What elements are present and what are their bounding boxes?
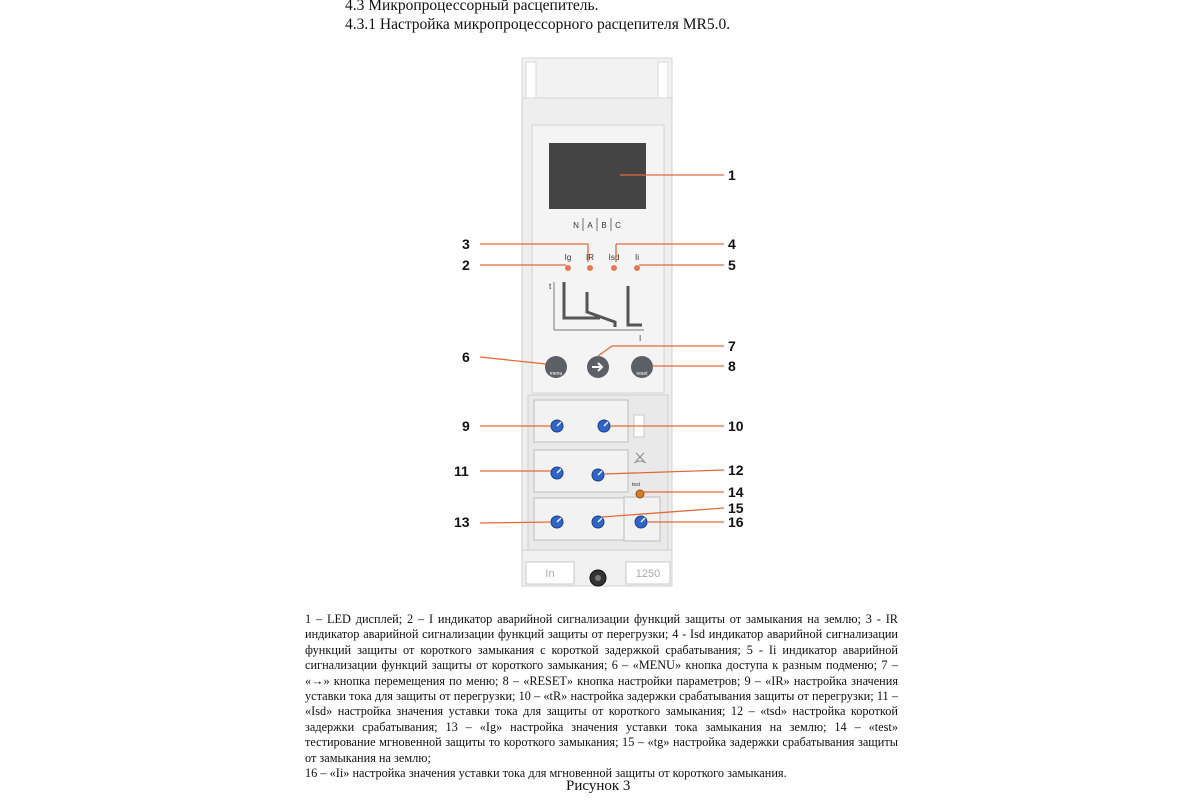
knob-ir[interactable] <box>550 419 564 433</box>
rating-plate-1250 <box>625 561 671 585</box>
callout-7: 7 <box>728 338 736 354</box>
phase-label: A <box>587 221 593 230</box>
device-figure: N A B C Ig IR Isd Ii t I menu reset <box>430 50 790 595</box>
callout-3: 3 <box>462 236 470 252</box>
callout-5: 5 <box>728 257 736 273</box>
callout-16: 16 <box>728 514 744 530</box>
led-ir <box>587 265 593 271</box>
callout-12: 12 <box>728 462 744 478</box>
rating-in: In <box>545 568 554 580</box>
led-ig <box>565 265 571 271</box>
led-display <box>549 143 646 209</box>
callout-11: 11 <box>454 463 469 479</box>
figure-title: Рисунок 3 <box>566 778 631 794</box>
arrow-button[interactable] <box>587 356 609 378</box>
rating-1250: 1250 <box>636 568 660 580</box>
graph-axis-i: I <box>639 334 641 343</box>
phase-label: B <box>601 221 606 230</box>
callout-15: 15 <box>728 500 744 516</box>
phase-labels: N A B C <box>573 218 621 231</box>
menu-button-label: menu <box>550 371 563 377</box>
knob-tr[interactable] <box>597 419 611 433</box>
caption-last-line: 16 – «Ii» настройка значения уставки ток… <box>305 766 787 781</box>
test-label: test <box>632 482 641 488</box>
phase-label: C <box>615 221 621 230</box>
section-subheading: 4.3.1 Настройка микропроцессорного расце… <box>345 16 731 33</box>
curve-symbol-icon <box>633 452 647 464</box>
knob-ii[interactable] <box>634 515 648 529</box>
callout-lines <box>479 174 725 524</box>
callout-8: 8 <box>728 358 736 374</box>
callout-6: 6 <box>462 349 470 365</box>
led-ii <box>634 265 640 271</box>
caption-legend: 1 – LED дисплей; 2 – I индикатор аварийн… <box>305 612 898 765</box>
indicator-label-ii: Ii <box>635 253 639 262</box>
callout-13: 13 <box>454 514 470 530</box>
arrow-right-icon <box>592 362 604 372</box>
knob-tsd[interactable] <box>591 468 605 482</box>
knob-isd[interactable] <box>550 466 564 480</box>
callout-4: 4 <box>728 236 736 252</box>
callout-14: 14 <box>728 484 744 500</box>
callout-2: 2 <box>462 257 470 273</box>
rating-plate-in <box>525 561 575 585</box>
graph-axis-t: t <box>549 282 552 291</box>
indicator-label-ig: Ig <box>565 253 572 262</box>
callout-9: 9 <box>462 418 470 434</box>
section-heading: 4.3 Микропроцессорный расцепитель. <box>345 0 599 14</box>
trip-curve-graph: t I <box>549 282 644 343</box>
knob-ig[interactable] <box>550 515 564 529</box>
indicator-label-isd: Isd <box>609 253 620 262</box>
dial-panel-ir-tr <box>533 399 629 443</box>
callout-10: 10 <box>728 418 744 434</box>
phase-label: N <box>573 221 579 230</box>
menu-button[interactable]: menu <box>545 356 567 378</box>
led-isd <box>611 265 617 271</box>
indicator-label-ir: IR <box>586 253 594 262</box>
dial-panel-ig-tg <box>533 497 629 541</box>
callout-1: 1 <box>728 167 736 183</box>
reset-button[interactable]: reset <box>631 356 653 378</box>
figure-caption: 1 – LED дисплей; 2 – I индикатор аварийн… <box>305 612 898 781</box>
reset-button-label: reset <box>636 371 648 377</box>
test-button[interactable] <box>635 489 645 499</box>
knob-tg[interactable] <box>591 515 605 529</box>
